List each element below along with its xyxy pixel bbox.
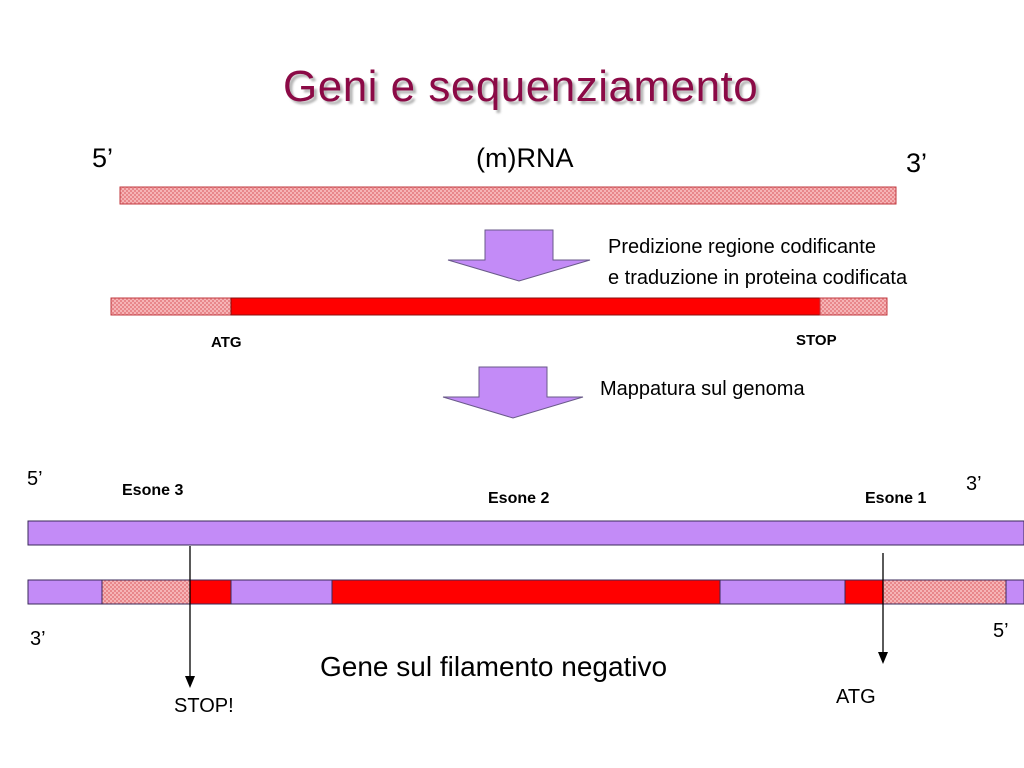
stop-pointer-head — [185, 676, 195, 688]
down-arrow-2 — [442, 366, 584, 419]
exon3-coding — [189, 579, 232, 605]
exon1-utr — [882, 579, 1007, 605]
genome-strand-top — [27, 520, 1024, 546]
cds-utr-3 — [819, 297, 888, 316]
exon3-utr — [101, 579, 191, 605]
cds-stop-label: STOP — [796, 332, 837, 349]
cds-coding-region — [230, 297, 821, 316]
genome-bottom-five-prime: 5’ — [993, 620, 1009, 642]
stop-mark-label: STOP! — [174, 695, 234, 717]
exon1-label: Esone 1 — [865, 490, 927, 507]
cds-start-label: ATG — [211, 334, 242, 351]
step1-text-line1: Predizione regione codificante — [608, 236, 876, 258]
step2-text: Mappatura sul genoma — [600, 378, 805, 400]
mrna-three-prime-label: 3’ — [906, 148, 928, 178]
exon2-label: Esone 2 — [488, 490, 550, 507]
exon2-coding — [331, 579, 721, 605]
genome-top-five-prime: 5’ — [27, 468, 43, 490]
atg-pointer-head — [878, 652, 888, 664]
mrna-label: (m)RNA — [476, 143, 574, 173]
exon3-label: Esone 3 — [122, 482, 184, 499]
mrna-bar — [119, 186, 897, 205]
page-title: Geni e sequenziamento — [283, 62, 759, 111]
cds-utr-5 — [110, 297, 232, 316]
step1-text-line2: e traduzione in proteina codificata — [608, 267, 908, 289]
mrna-five-prime-label: 5’ — [92, 143, 114, 173]
genome-top-three-prime: 3’ — [966, 473, 982, 495]
genome-caption: Gene sul filamento negativo — [320, 651, 668, 682]
atg-mark-label: ATG — [836, 686, 876, 708]
exon1-coding — [844, 579, 884, 605]
down-arrow-1 — [447, 229, 591, 282]
genome-bottom-three-prime: 3’ — [30, 628, 46, 650]
